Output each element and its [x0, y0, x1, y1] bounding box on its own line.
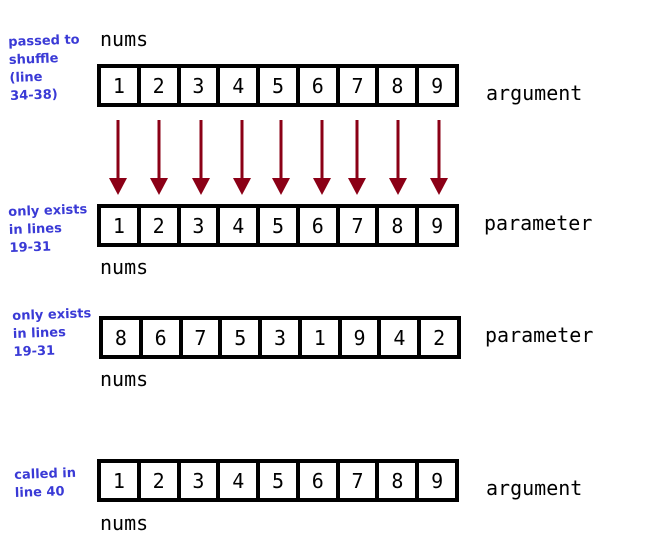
role-label-argument: argument [486, 476, 583, 500]
copy-arrow-head [348, 178, 366, 195]
note-line: 19-31 [13, 343, 56, 360]
array-cell: 2 [433, 325, 446, 350]
array-cell: 8 [379, 68, 420, 103]
note-line: line 40 [14, 484, 65, 501]
copy-arrow-head [150, 178, 168, 195]
annotation-only-exists: only exists in lines 19-31 [12, 305, 93, 362]
array-cell: 1 [101, 68, 141, 103]
note-line: only exists [12, 306, 92, 324]
array-name: nums [100, 27, 149, 51]
array-cell: 2 [141, 68, 181, 103]
copy-arrow-head [272, 178, 290, 195]
note-line: only exists [8, 202, 88, 220]
array-cell: 1 [101, 463, 141, 498]
annotation-only-exists: only exists in lines 19-31 [8, 201, 89, 258]
array-cell: 7 [340, 208, 380, 243]
array-cell: 8 [379, 208, 420, 243]
copy-arrow-head [430, 178, 448, 195]
array-cell: 3 [181, 68, 221, 103]
array-cell: 4 [381, 320, 422, 355]
array-cell: 7 [340, 68, 380, 103]
copy-arrow-head [109, 178, 127, 195]
role-label-argument: argument [486, 81, 583, 105]
array-cell: 2 [141, 208, 181, 243]
array-cell: 9 [431, 468, 444, 493]
array-cell: 9 [342, 320, 382, 355]
array-cell: 4 [220, 68, 261, 103]
array-box: 1 2 3 4 5 6 7 8 9 [97, 64, 459, 107]
array-cell: 6 [300, 68, 340, 103]
role-label-parameter: parameter [485, 323, 594, 347]
array-name: nums [100, 367, 149, 391]
array-cell: 6 [300, 463, 340, 498]
array-cell: 3 [181, 208, 221, 243]
array-cell: 4 [220, 463, 261, 498]
array-box: 8 6 7 5 3 1 9 4 2 [99, 316, 461, 359]
copy-arrow-head [313, 178, 331, 195]
array-cell: 7 [183, 320, 223, 355]
array-cell: 6 [143, 320, 183, 355]
array-cell: 5 [222, 320, 263, 355]
note-line: called in [14, 465, 77, 483]
copy-arrow-head [192, 178, 210, 195]
array-cell: 6 [300, 208, 340, 243]
array-box: 1 2 3 4 5 6 7 8 9 [97, 459, 459, 502]
array-cell: 4 [220, 208, 261, 243]
array-cell: 5 [260, 68, 300, 103]
array-cell: 1 [101, 208, 141, 243]
array-cell: 2 [141, 463, 181, 498]
note-line: 19-31 [9, 239, 52, 256]
array-cell: 5 [260, 463, 300, 498]
array-name: nums [100, 255, 149, 279]
array-name: nums [100, 511, 149, 535]
annotation-called-in: called in line 40 [14, 465, 77, 503]
array-cell: 8 [379, 463, 420, 498]
role-label-parameter: parameter [484, 211, 593, 235]
array-cell: 3 [262, 320, 302, 355]
array-cell: 9 [431, 213, 444, 238]
array-cell: 1 [302, 320, 342, 355]
array-box: 1 2 3 4 5 6 7 8 9 [97, 204, 459, 247]
copy-arrow-head [233, 178, 251, 195]
array-cell: 7 [340, 463, 380, 498]
array-cell: 8 [103, 320, 143, 355]
copy-arrow-head [389, 178, 407, 195]
array-cell: 3 [181, 463, 221, 498]
array-cell: 5 [260, 208, 300, 243]
array-cell: 9 [431, 73, 444, 98]
